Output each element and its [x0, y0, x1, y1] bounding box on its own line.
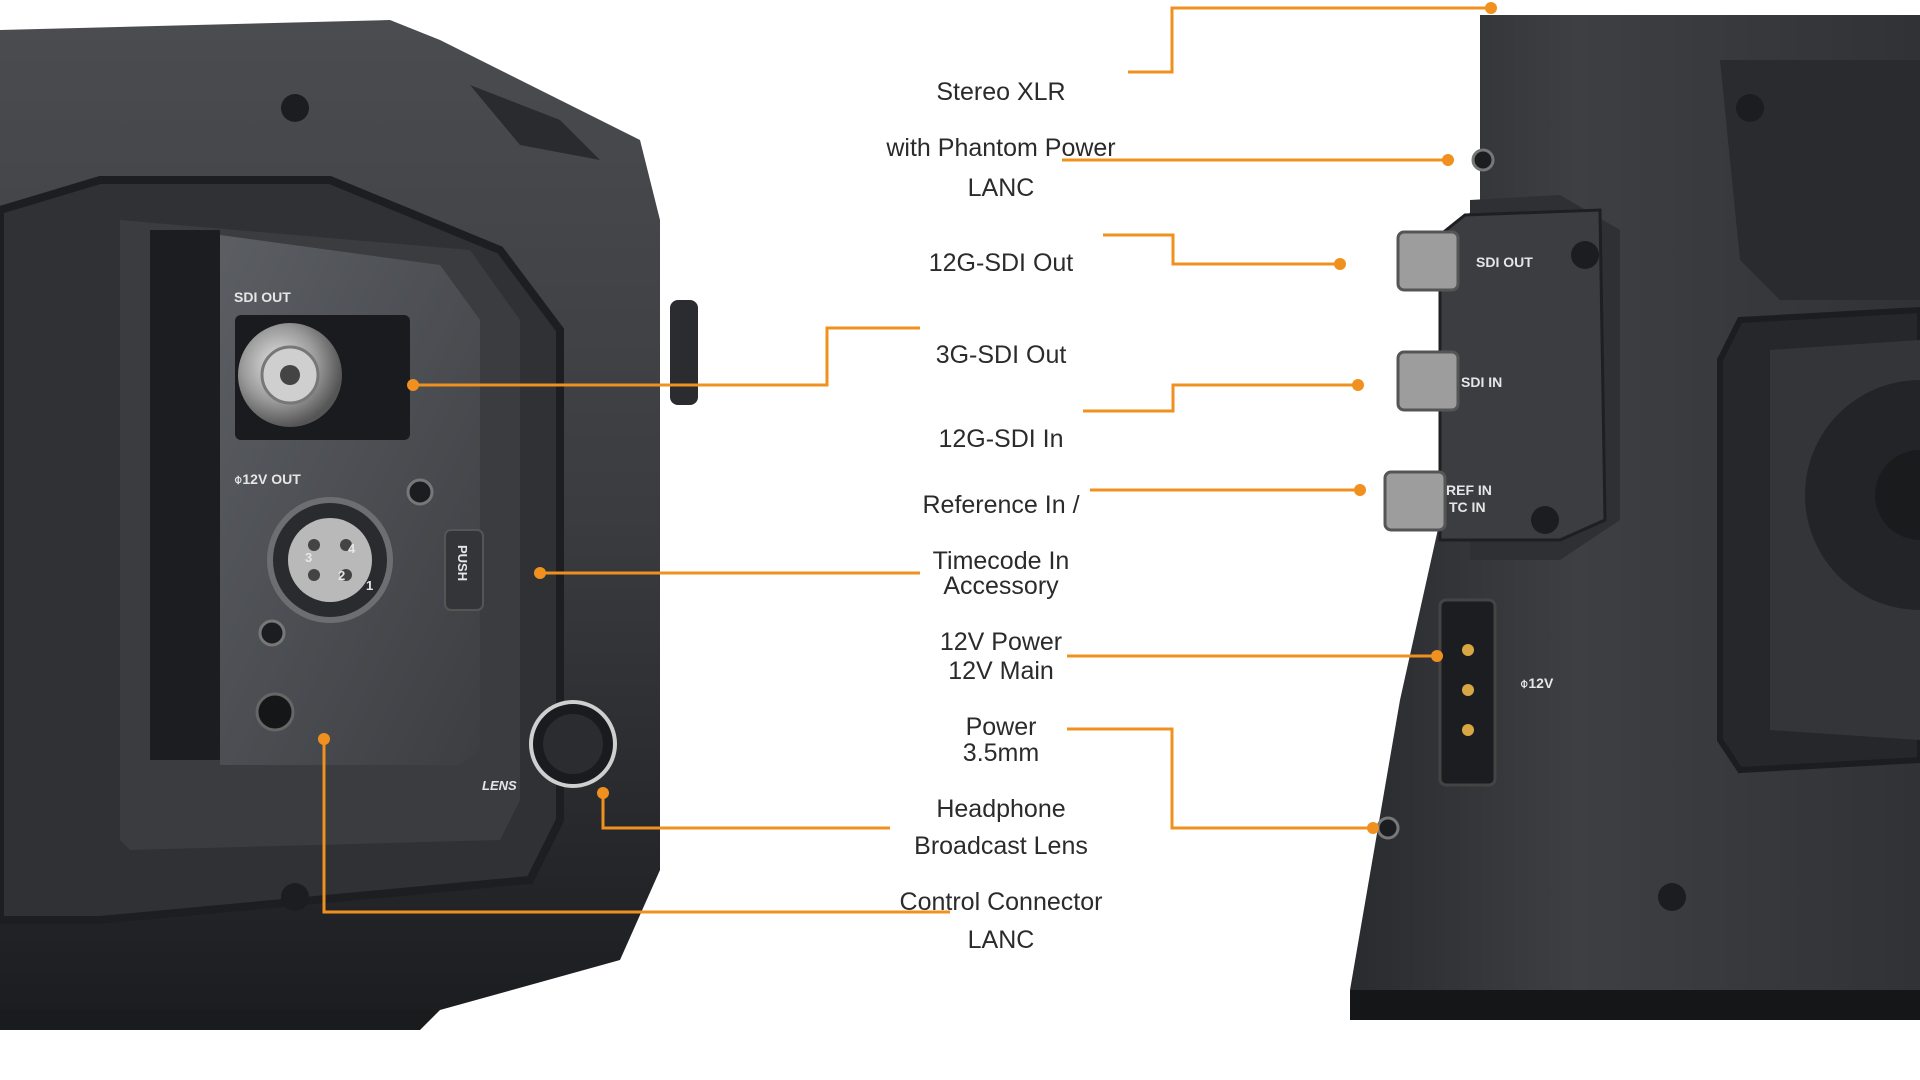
right-sdi-in-label: SDI IN: [1461, 374, 1502, 390]
callout-12g-sdi-out: 12G-SDI Out: [928, 249, 1074, 277]
left-12v-out-label: ⌽12V OUT: [234, 471, 301, 487]
dot-12g-sdi-out: [1334, 258, 1346, 270]
leader-stereo-xlr: [1128, 6, 1491, 74]
dot-main-power: [1431, 650, 1443, 662]
callout-lanc-left: LANC: [967, 926, 1035, 954]
dot-ref-in: [1354, 484, 1366, 496]
callout-headphone: 3.5mm Headphone: [936, 739, 1066, 823]
callout-accessory-power: Accessory 12V Power: [939, 572, 1063, 656]
callout-ref-in: Reference In / Timecode In: [922, 491, 1080, 575]
dot-lens-control: [597, 787, 609, 799]
right-camera-body: [1350, 15, 1920, 1020]
dot-lanc-right: [1442, 154, 1454, 166]
right-ref-in-label: REF IN: [1446, 482, 1492, 498]
left-camera-body: [0, 20, 698, 1030]
right-tc-in-label: TC IN: [1449, 499, 1486, 515]
left-sdi-out-label: SDI OUT: [234, 289, 291, 305]
callout-lanc-right: LANC: [967, 174, 1035, 202]
leader-12g-sdi-out: [1103, 233, 1340, 266]
leader-dots: [318, 2, 1497, 834]
right-12v-label: ⌽12V: [1520, 675, 1554, 691]
leader-3g-sdi-out: [413, 326, 920, 387]
xlr-pin-4: 4: [348, 541, 356, 556]
callout-3g-sdi-out: 3G-SDI Out: [935, 341, 1067, 369]
leader-12g-sdi-in: [1083, 383, 1358, 413]
dot-12g-sdi-in: [1352, 379, 1364, 391]
callout-stereo-xlr: Stereo XLR with Phantom Power: [886, 78, 1116, 162]
right-sdi-out-label: SDI OUT: [1476, 254, 1533, 270]
left-push-label: PUSH: [455, 545, 470, 581]
dot-stereo-xlr: [1485, 2, 1497, 14]
dot-accessory-power: [534, 567, 546, 579]
leader-headphone: [1067, 727, 1373, 830]
xlr-pin-2: 2: [338, 568, 345, 583]
xlr-pin-3: 3: [305, 550, 312, 565]
dot-lanc-left: [318, 733, 330, 745]
leader-lanc-left: [322, 739, 950, 914]
dot-3g-sdi-out: [407, 379, 419, 391]
leader-lines: [322, 6, 1491, 914]
callout-12g-sdi-in: 12G-SDI In: [938, 425, 1064, 453]
leader-lens-control: [601, 793, 890, 830]
xlr-pin-1: 1: [366, 578, 373, 593]
callout-lens-control: Broadcast Lens Control Connector: [899, 832, 1103, 916]
callout-main-power: 12V Main Power: [948, 657, 1054, 741]
left-lens-label: LENS: [482, 778, 517, 793]
dot-headphone: [1367, 822, 1379, 834]
